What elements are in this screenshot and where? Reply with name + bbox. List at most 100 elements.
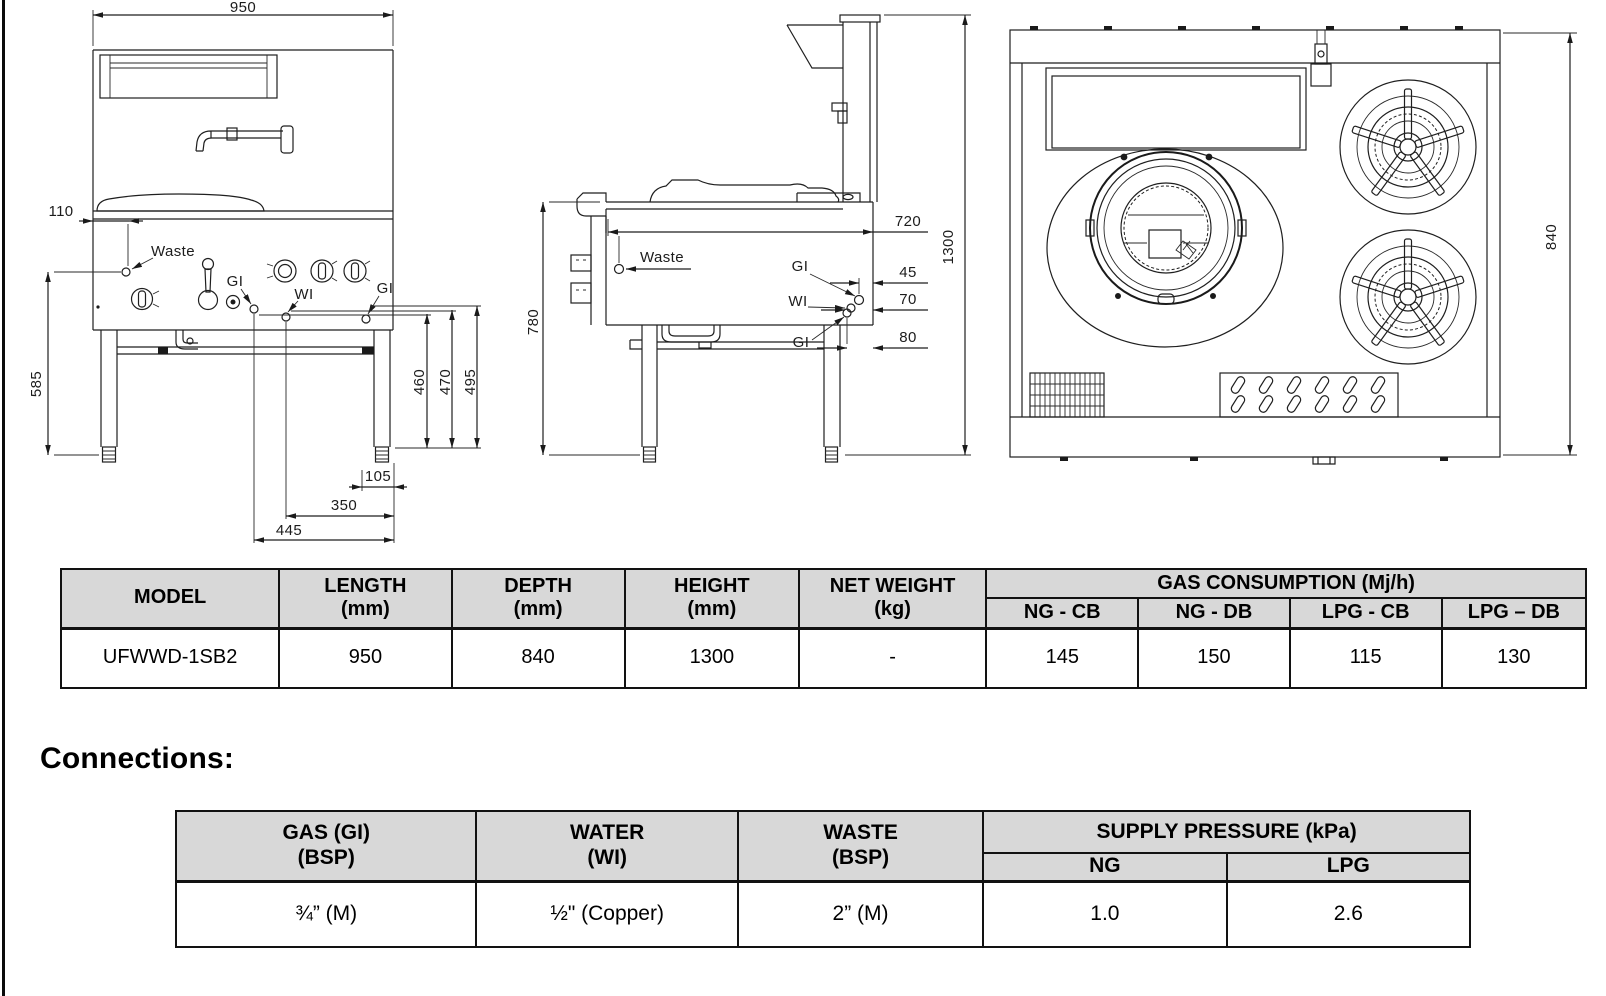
conn-header-gas-line1: GAS (GI) bbox=[282, 820, 370, 844]
plan-wok-burner bbox=[1046, 148, 1284, 348]
page-edge-line bbox=[2, 0, 5, 996]
front-view-drawing: 950 bbox=[28, 0, 481, 543]
plan-dim-840: 840 bbox=[1543, 224, 1560, 250]
spec-header-weight-line1: NET WEIGHT bbox=[829, 574, 956, 597]
front-wok-plate bbox=[96, 193, 265, 212]
side-dim-45: 45 bbox=[899, 264, 917, 281]
front-towel-rail bbox=[99, 54, 278, 99]
spec-header-height-line1: HEIGHT bbox=[674, 574, 750, 597]
spec-cell-lpg-db: 130 bbox=[1440, 627, 1588, 689]
spec-header-depth: DEPTH (mm) bbox=[450, 568, 626, 630]
front-faucet-arm bbox=[195, 125, 294, 154]
spec-cell-length: 950 bbox=[278, 627, 453, 689]
spec-header-net-weight: NET WEIGHT (kg) bbox=[797, 568, 988, 630]
front-wi-point bbox=[281, 312, 291, 322]
conn-header-waste: WASTE (BSP) bbox=[736, 810, 985, 883]
side-waste-point bbox=[613, 263, 625, 275]
front-wi-label: WI bbox=[294, 286, 313, 303]
spec-cell-weight: - bbox=[797, 627, 988, 689]
conn-header-water: WATER (WI) bbox=[475, 810, 739, 883]
conn-header-water-line2: (WI) bbox=[587, 845, 627, 869]
front-gi-left-label: GI bbox=[227, 273, 244, 290]
spec-header-height-line2: (mm) bbox=[687, 598, 737, 621]
conn-cell-water: ½" (Copper) bbox=[475, 880, 739, 948]
spec-header-ng-cb: NG - CB bbox=[985, 597, 1140, 630]
spec-header-height: HEIGHT (mm) bbox=[623, 568, 800, 630]
front-dim-110: 110 bbox=[48, 203, 73, 220]
spec-header-length-line1: LENGTH bbox=[324, 574, 407, 597]
front-dim-350: 350 bbox=[331, 497, 357, 514]
plan-vent-grille bbox=[1029, 372, 1105, 418]
side-gi-top-point bbox=[853, 294, 865, 306]
side-valve-box bbox=[570, 254, 592, 304]
front-dim-460: 460 bbox=[411, 369, 428, 395]
conn-header-lpg: LPG bbox=[1225, 852, 1472, 883]
front-controls bbox=[96, 257, 371, 311]
plan-shelf bbox=[1045, 67, 1307, 151]
side-dim-720: 720 bbox=[895, 213, 921, 230]
spec-cell-depth: 840 bbox=[450, 627, 626, 689]
side-legs bbox=[629, 325, 841, 463]
front-gi-right-point bbox=[361, 314, 371, 324]
spec-cell-model: UFWWD-1SB2 bbox=[59, 627, 281, 689]
spec-cell-height: 1300 bbox=[623, 627, 800, 689]
spec-header-lpg-db: LPG – DB bbox=[1440, 597, 1588, 630]
conn-header-supply-pressure: SUPPLY PRESSURE (kPa) bbox=[982, 810, 1471, 854]
spec-table: MODEL LENGTH (mm) DEPTH (mm) HEIGHT (mm)… bbox=[59, 568, 1588, 689]
spec-header-lpg-cb: LPG - CB bbox=[1288, 597, 1443, 630]
spec-header-ng-db: NG - DB bbox=[1137, 597, 1291, 630]
spec-header-length-line2: (mm) bbox=[340, 598, 390, 621]
front-dim-470: 470 bbox=[437, 369, 454, 395]
conn-header-ng: NG bbox=[982, 852, 1228, 883]
plan-view-drawing: 840 bbox=[1009, 26, 1577, 465]
spec-table-row: UFWWD-1SB2 950 840 1300 - 145 150 115 13… bbox=[59, 627, 1588, 689]
spec-cell-ng-db: 150 bbox=[1137, 627, 1291, 689]
conn-cell-ng: 1.0 bbox=[982, 880, 1228, 948]
connections-heading: Connections: bbox=[40, 742, 235, 775]
conn-cell-gas: ¾” (M) bbox=[174, 880, 478, 948]
front-dim-495: 495 bbox=[462, 369, 479, 395]
spec-header-model: MODEL bbox=[59, 568, 281, 630]
conn-header-water-line1: WATER bbox=[570, 820, 645, 844]
side-wok bbox=[649, 179, 861, 203]
front-dim-105: 105 bbox=[365, 468, 391, 485]
plan-side-burner-bottom bbox=[1339, 229, 1477, 365]
spec-cell-lpg-cb: 115 bbox=[1288, 627, 1443, 689]
front-gi-left-point bbox=[249, 304, 259, 314]
connections-table: GAS (GI) (BSP) WATER (WI) WASTE (BSP) SU… bbox=[174, 810, 1472, 948]
front-gi-right-label: GI bbox=[377, 280, 394, 297]
conn-header-waste-line1: WASTE bbox=[823, 820, 898, 844]
plan-drain-slots bbox=[1219, 372, 1399, 418]
side-waste-label: Waste bbox=[640, 249, 684, 266]
conn-header-gas-line2: (BSP) bbox=[297, 845, 355, 869]
plan-gas-fitting bbox=[1310, 30, 1332, 87]
plan-edge-ticks bbox=[1030, 26, 1463, 461]
front-dim-445: 445 bbox=[276, 522, 302, 539]
front-dim-width: 950 bbox=[230, 0, 256, 16]
side-dim-70: 70 bbox=[899, 291, 917, 308]
side-dim-1300: 1300 bbox=[940, 230, 957, 265]
spec-header-gas-consumption: GAS CONSUMPTION (Mj/h) bbox=[985, 568, 1587, 599]
side-gi-bottom-point bbox=[842, 308, 852, 318]
side-wi-label: WI bbox=[788, 293, 807, 310]
side-gi-top-label: GI bbox=[792, 258, 809, 275]
side-dim-80: 80 bbox=[899, 329, 917, 346]
spec-header-length: LENGTH (mm) bbox=[278, 568, 453, 630]
spec-header-weight-line2: (kg) bbox=[874, 598, 911, 621]
side-hood bbox=[786, 24, 843, 69]
plan-side-burner-top bbox=[1339, 79, 1477, 215]
spec-header-depth-line1: DEPTH bbox=[504, 574, 572, 597]
spec-header-depth-line2: (mm) bbox=[513, 598, 563, 621]
conn-header-waste-line2: (BSP) bbox=[831, 845, 890, 869]
connections-table-row: ¾” (M) ½" (Copper) 2” (M) 1.0 2.6 bbox=[174, 880, 1472, 948]
front-legs bbox=[100, 330, 391, 463]
side-view-drawing: Waste 720 GI WI GI 45 bbox=[525, 14, 971, 463]
conn-cell-waste: 2” (M) bbox=[736, 880, 985, 948]
spec-cell-ng-cb: 145 bbox=[985, 627, 1140, 689]
front-waste-point bbox=[121, 267, 131, 277]
conn-header-gas: GAS (GI) (BSP) bbox=[174, 810, 478, 883]
conn-cell-lpg: 2.6 bbox=[1225, 880, 1472, 948]
front-waste-label: Waste bbox=[151, 243, 195, 260]
